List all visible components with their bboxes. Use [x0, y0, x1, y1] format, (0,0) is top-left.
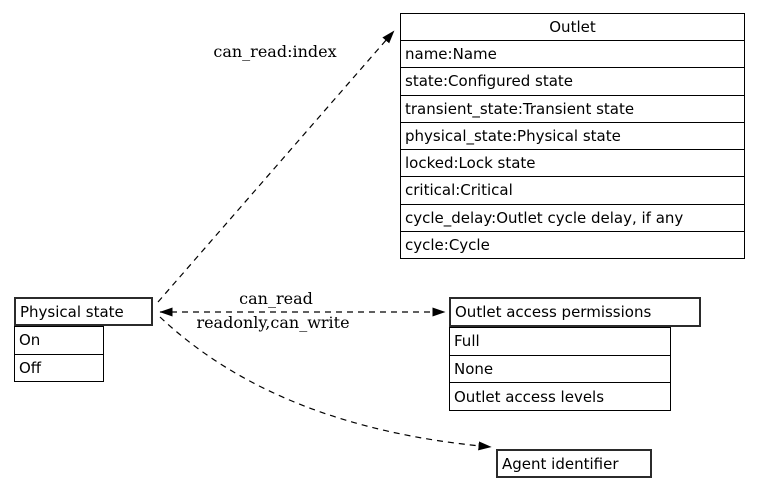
node-physical-state-header: Physical state	[14, 297, 153, 326]
outlet-attribute-row: locked:Lock state	[401, 149, 744, 176]
node-outlet-access-permissions-values: Full None Outlet access levels	[449, 327, 671, 411]
enum-value-row: Off	[15, 353, 103, 382]
outlet-attribute-row: state:Configured state	[401, 67, 744, 94]
outlet-attribute-row: cycle:Cycle	[401, 230, 744, 258]
node-physical-state-values: On Off	[14, 326, 104, 382]
outlet-attribute-row: transient_state:Transient state	[401, 94, 744, 122]
edge-physical-state-to-outlet	[157, 30, 395, 303]
enum-value-row: On	[19, 331, 41, 350]
edge-label-readonly-can-write: readonly,can_write	[196, 313, 350, 332]
outlet-attribute-row: name:Name	[401, 40, 744, 67]
node-physical-state-title: Physical state	[20, 302, 124, 321]
edge-label-can-read: can_read	[239, 289, 313, 308]
enum-value-row: Full	[454, 332, 480, 351]
node-outlet-title: Outlet	[549, 18, 596, 36]
outlet-attribute-row: physical_state:Physical state	[401, 121, 744, 149]
edge-label-can-read-index: can_read:index	[213, 42, 337, 61]
outlet-attribute-row: cycle_delay:Outlet cycle delay, if any	[401, 203, 744, 231]
node-outlet-access-permissions-title: Outlet access permissions	[455, 303, 652, 321]
outlet-attribute-row: critical:Critical	[401, 176, 744, 203]
node-agent-identifier-title: Agent identifier	[502, 454, 619, 473]
node-outlet-access-permissions-header: Outlet access permissions	[449, 297, 701, 327]
enum-value-row: Outlet access levels	[450, 382, 670, 410]
enum-value-row: None	[450, 354, 670, 383]
node-agent-identifier: Agent identifier	[496, 449, 652, 478]
edge-physical-state-to-agent-identifier	[159, 316, 492, 451]
node-outlet: Outlet name:Name state:Configured state …	[400, 13, 745, 259]
